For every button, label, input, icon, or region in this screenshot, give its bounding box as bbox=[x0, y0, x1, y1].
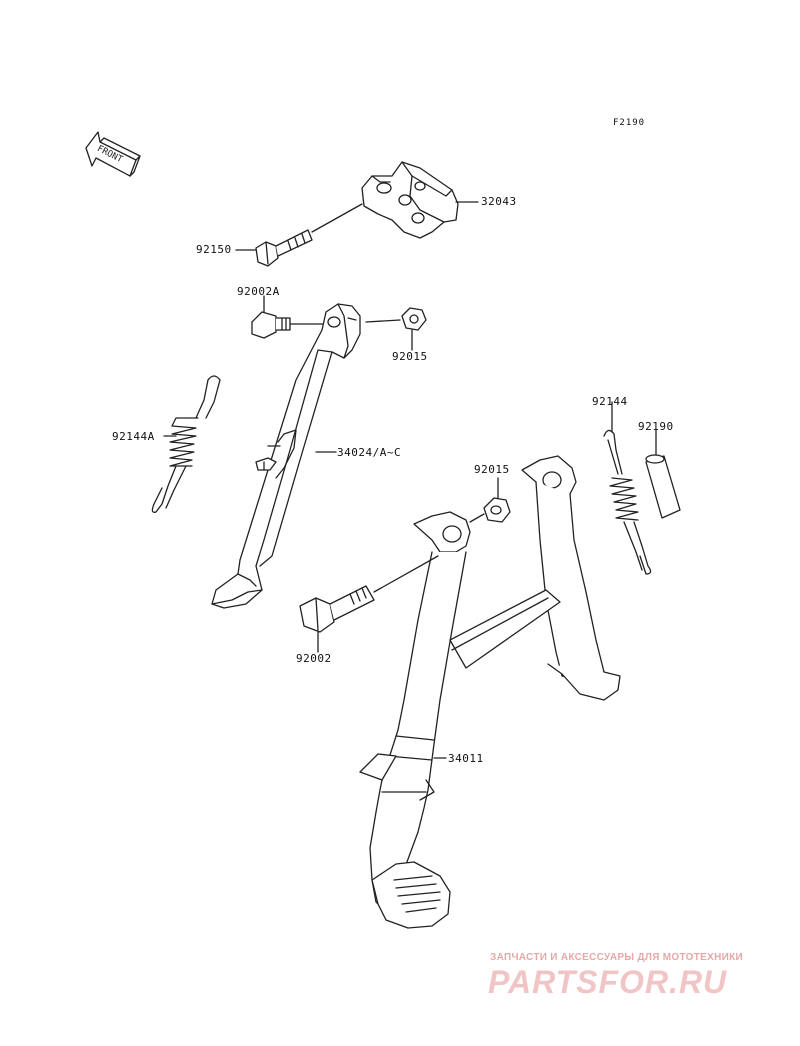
part-label-92015-top[interactable]: 92015 bbox=[392, 350, 428, 363]
watermark-tagline: ЗАПЧАСТИ И АКСЕССУАРЫ ДЛЯ МОТОТЕХНИКИ bbox=[490, 952, 743, 963]
side-stand-34024 bbox=[211, 303, 361, 609]
bolt-92150 bbox=[255, 229, 313, 267]
part-label-92002[interactable]: 92002 bbox=[296, 652, 332, 665]
part-label-92190[interactable]: 92190 bbox=[638, 420, 674, 433]
part-label-34024[interactable]: 34024/A~C bbox=[337, 446, 402, 459]
spring-92144A bbox=[151, 375, 221, 513]
collar-92190 bbox=[645, 429, 681, 519]
bolt-92002A bbox=[251, 311, 291, 339]
bracket-32043 bbox=[361, 161, 459, 239]
spring-92144 bbox=[603, 401, 652, 575]
watermark-logo: PARTSFOR.RU bbox=[488, 964, 728, 1000]
center-stand-34011 bbox=[359, 455, 621, 929]
part-label-92015-mid[interactable]: 92015 bbox=[474, 463, 510, 476]
part-label-92002A[interactable]: 92002A bbox=[237, 285, 280, 298]
bolt-92002 bbox=[299, 555, 439, 653]
figure-code: F2190 bbox=[613, 118, 646, 128]
part-label-92144[interactable]: 92144 bbox=[592, 395, 628, 408]
part-label-32043[interactable]: 32043 bbox=[481, 195, 517, 208]
part-label-92144A[interactable]: 92144A bbox=[112, 430, 155, 443]
nut-92015-top bbox=[365, 307, 427, 351]
part-label-92150[interactable]: 92150 bbox=[196, 243, 232, 256]
part-label-34011[interactable]: 34011 bbox=[448, 752, 484, 765]
front-arrow-icon: FRONT bbox=[85, 131, 141, 177]
nut-92015-mid bbox=[469, 477, 511, 523]
